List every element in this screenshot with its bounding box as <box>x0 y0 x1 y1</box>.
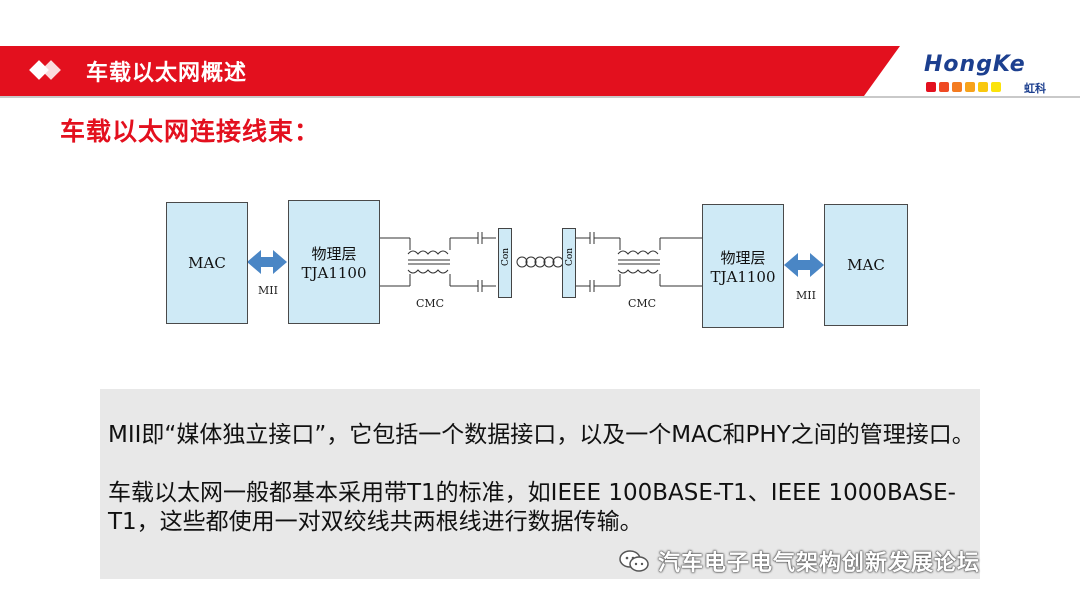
right-phy-label-2: TJA1100 <box>710 267 776 286</box>
left-phy-label-2: TJA1100 <box>301 263 367 282</box>
watermark-text: 汽车电子电气架构创新发展论坛 <box>658 551 981 576</box>
logo-dot <box>965 82 975 92</box>
logo-dot <box>978 82 988 92</box>
right-wiring <box>576 232 702 292</box>
logo-dot <box>939 82 949 92</box>
header-red-bar: 车载以太网概述 <box>0 46 900 96</box>
section-title: 车载以太网连接线束： <box>60 117 321 146</box>
logo-cn-text: 虹科 <box>1024 82 1046 95</box>
page-title: 车载以太网概述 <box>86 61 248 86</box>
twisted-pair <box>516 256 564 268</box>
left-wiring <box>380 232 496 292</box>
logo-text: HongKe <box>924 52 1026 77</box>
hongke-logo: HongKe 虹科 <box>912 52 1062 96</box>
logo-dots <box>926 82 1001 92</box>
right-mac-box: MAC <box>824 204 908 326</box>
mii-arrow-right <box>784 253 824 277</box>
left-mii-label: MII <box>258 284 278 297</box>
right-con-label: Con <box>565 247 575 266</box>
left-phy-box: 物理层 TJA1100 <box>288 200 380 324</box>
mii-arrow-left <box>247 250 287 274</box>
right-phy-label-1: 物理层 <box>720 248 766 267</box>
left-mac-box: MAC <box>166 202 248 324</box>
right-cmc-label: CMC <box>628 297 657 310</box>
logo-dot <box>952 82 962 92</box>
wechat-icon <box>619 550 649 572</box>
header-divider <box>0 96 1080 98</box>
right-mii-label: MII <box>796 289 816 302</box>
right-mac-label: MAC <box>847 256 885 274</box>
mii-description: MII即“媒体独立接口”，它包括一个数据接口，以及一个MAC和PHY之间的管理接… <box>108 422 975 448</box>
t1-standard-description: 车载以太网一般都基本采用带T1的标准，如IEEE 100BASE-T1、IEEE… <box>108 480 956 535</box>
left-connector: Con <box>498 228 512 298</box>
left-mac-label: MAC <box>188 254 226 272</box>
header-band: 车载以太网概述 <box>0 46 1080 98</box>
harness-diagram: MAC MII 物理层 TJA1100 CMC Con Con CMC 物理层 … <box>160 192 920 342</box>
left-cmc-label: CMC <box>416 297 445 310</box>
watermark: 汽车电子电气架构创新发展论坛 <box>618 545 980 577</box>
right-phy-box: 物理层 TJA1100 <box>702 204 784 328</box>
logo-dot <box>926 82 936 92</box>
diamond-icon <box>41 60 61 80</box>
left-phy-label-1: 物理层 <box>311 244 357 263</box>
logo-dot <box>991 82 1001 92</box>
diagram-wiring <box>247 232 824 292</box>
right-connector: Con <box>562 228 576 298</box>
left-con-label: Con <box>501 247 511 266</box>
description-box: MII即“媒体独立接口”，它包括一个数据接口，以及一个MAC和PHY之间的管理接… <box>100 389 980 579</box>
